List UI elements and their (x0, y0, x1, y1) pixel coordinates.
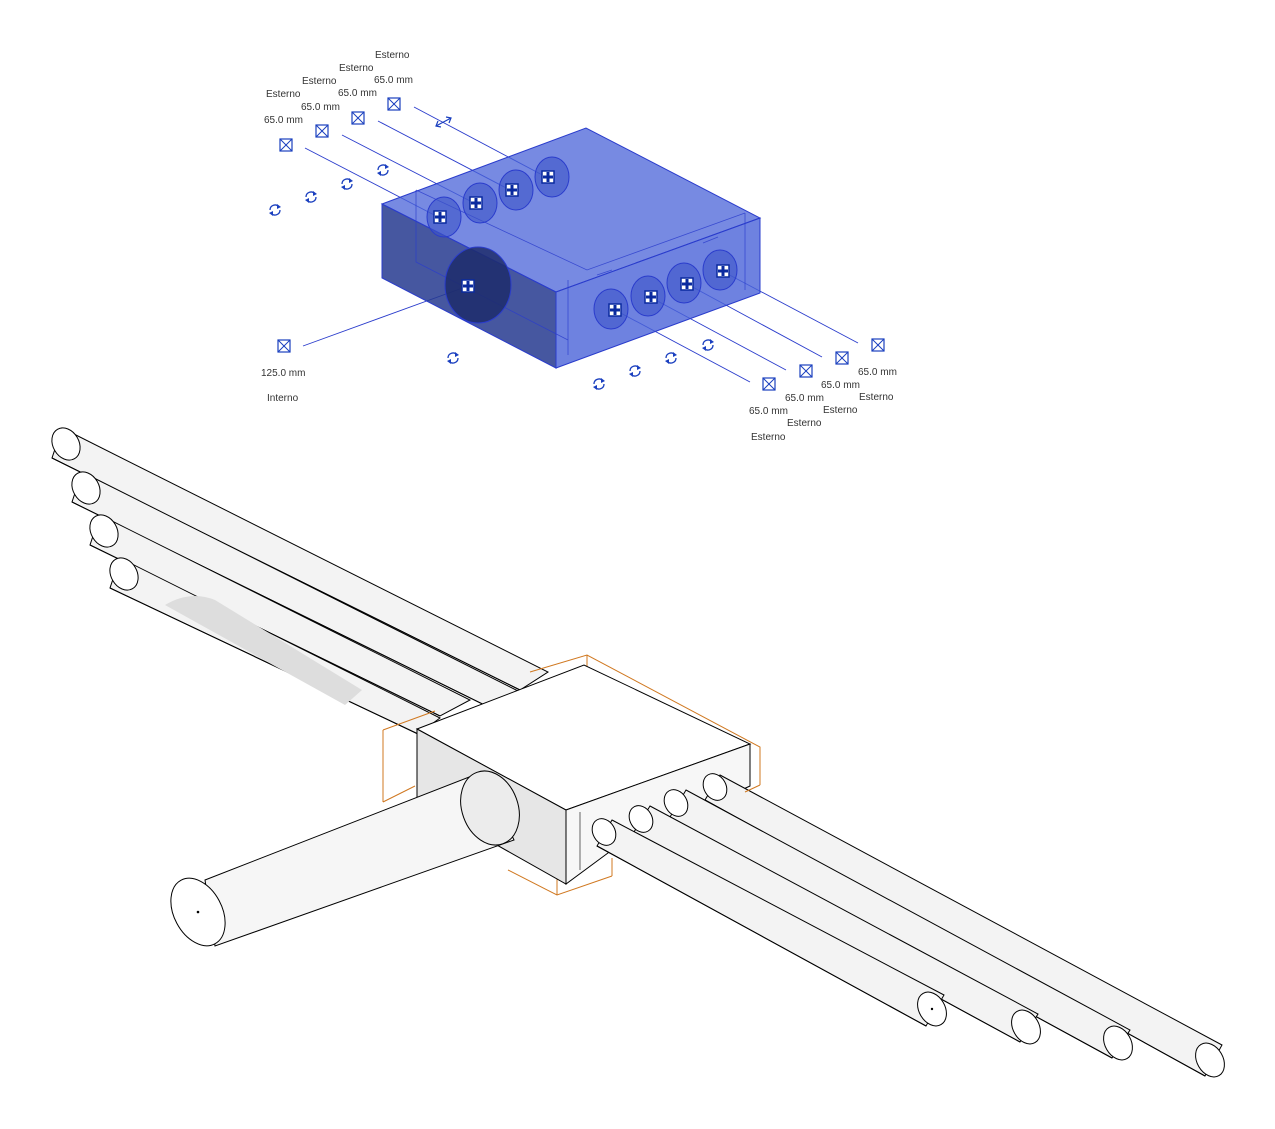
label-direction-c7: Esterno (787, 418, 822, 429)
label-diameter-c8: 65.0 mm (821, 380, 860, 391)
label-diameter-c1: 65.0 mm (264, 115, 303, 126)
rotate-arrows-icon[interactable] (629, 365, 641, 377)
checkbox-x-icon[interactable] (279, 138, 293, 152)
label-direction-c8: Esterno (823, 405, 858, 416)
checkbox-x-icon[interactable] (351, 111, 365, 125)
label-diameter-c2: 65.0 mm (301, 102, 340, 113)
checkbox-x-icon[interactable] (799, 364, 813, 378)
double-arrow-icon[interactable] (435, 116, 452, 128)
label-diameter-c3: 65.0 mm (338, 88, 377, 99)
rotate-arrows-icon[interactable] (269, 204, 281, 216)
family-editor-preview: 65.0 mm Esterno 65.0 mm Esterno 65.0 mm … (261, 50, 897, 443)
plus-cross-icon[interactable] (469, 196, 483, 210)
connector-labels: 65.0 mm Esterno 65.0 mm Esterno 65.0 mm … (261, 50, 897, 443)
flip-controls (269, 164, 714, 390)
large-port (444, 246, 512, 324)
checkbox-x-icon[interactable] (762, 377, 776, 391)
label-diameter-c5: 125.0 mm (261, 368, 305, 379)
plus-cross-icon[interactable] (433, 210, 447, 224)
label-direction-c3: Esterno (339, 63, 374, 74)
label-direction-c2: Esterno (302, 76, 337, 87)
pipe-lower-3[interactable] (659, 785, 1138, 1065)
rotate-arrows-icon[interactable] (305, 191, 317, 203)
plus-cross-icon[interactable] (461, 279, 475, 293)
label-diameter-c9: 65.0 mm (858, 367, 897, 378)
model-3d-view (51, 427, 1225, 1078)
rotate-arrows-icon[interactable] (447, 352, 459, 364)
connector-markers (433, 170, 730, 317)
rotate-arrows-icon[interactable] (665, 352, 677, 364)
rotate-arrows-icon[interactable] (702, 339, 714, 351)
label-diameter-c6: 65.0 mm (749, 406, 788, 417)
checkbox-x-icon[interactable] (835, 351, 849, 365)
checkbox-x-icon[interactable] (277, 339, 291, 353)
rotate-arrows-icon[interactable] (377, 164, 389, 176)
rotate-arrows-icon[interactable] (593, 378, 605, 390)
pipe-lower-1[interactable] (587, 814, 952, 1031)
checkbox-x-icon[interactable] (315, 124, 329, 138)
label-direction-c9: Esterno (859, 392, 894, 403)
plus-cross-icon[interactable] (505, 183, 519, 197)
rotate-arrows-icon[interactable] (341, 178, 353, 190)
plus-cross-icon[interactable] (680, 277, 694, 291)
plus-cross-icon[interactable] (541, 170, 555, 184)
label-diameter-c4: 65.0 mm (374, 75, 413, 86)
label-direction-c6: Esterno (751, 432, 786, 443)
plus-cross-icon[interactable] (608, 303, 622, 317)
pipe-large[interactable] (160, 763, 529, 955)
connector-grips (277, 97, 885, 391)
plus-cross-icon[interactable] (716, 264, 730, 278)
label-direction-c5: Interno (267, 393, 299, 404)
upper-ports (426, 156, 570, 238)
checkbox-x-icon[interactable] (387, 97, 401, 111)
label-diameter-c7: 65.0 mm (785, 393, 824, 404)
label-direction-c4: Esterno (375, 50, 410, 61)
checkbox-x-icon[interactable] (871, 338, 885, 352)
label-direction-c1: Esterno (266, 89, 301, 100)
plus-cross-icon[interactable] (644, 290, 658, 304)
